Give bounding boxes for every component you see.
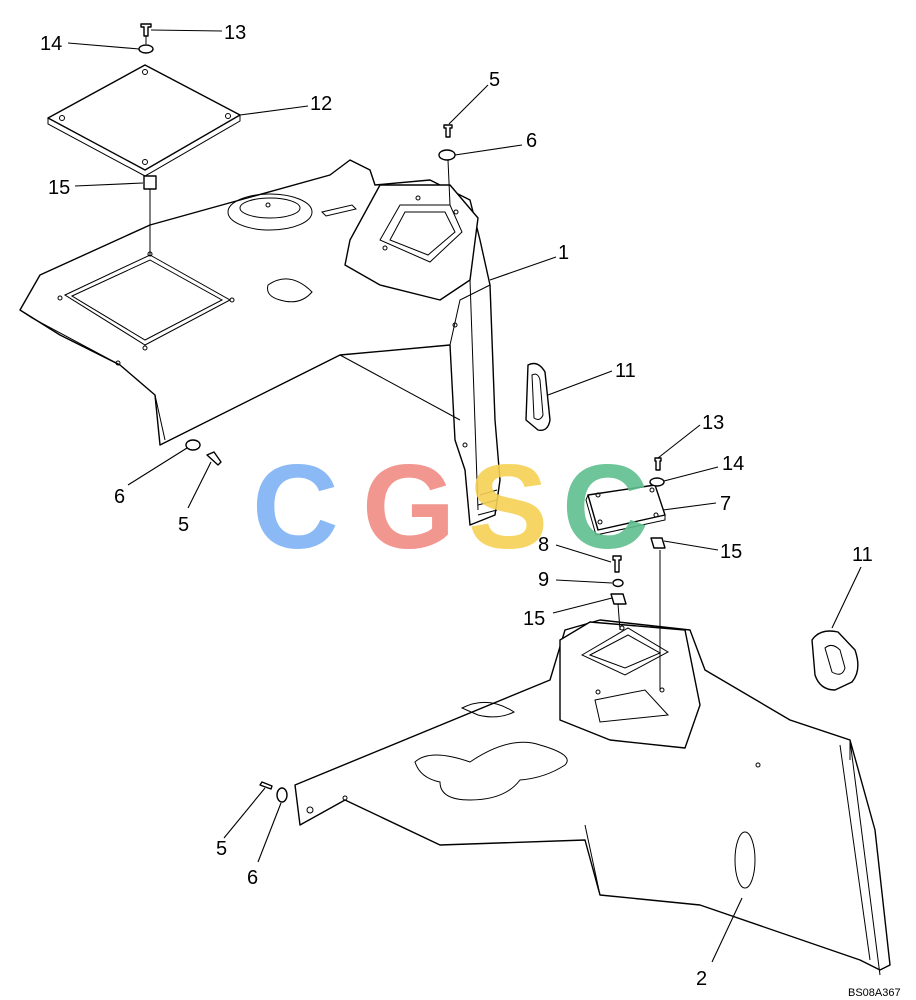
callout-15-top: 15 [48, 177, 70, 199]
grommet-11-lower [811, 630, 859, 691]
grommet-11-upper [525, 362, 551, 431]
callout-15-right: 15 [720, 541, 742, 563]
callout-5-top: 5 [489, 69, 500, 91]
alignment-lines [145, 36, 661, 690]
callout-6-bottom: 6 [247, 867, 258, 889]
callouts: 13 14 12 15 5 6 1 11 6 5 13 14 7 15 8 9 … [40, 22, 873, 990]
callout-12: 12 [310, 93, 332, 115]
callout-6-left: 6 [114, 486, 125, 508]
callout-9: 9 [538, 569, 549, 591]
callout-1: 1 [558, 242, 569, 264]
watermark-letter-4: C [562, 440, 649, 574]
watermark-letter-2: G [362, 440, 455, 574]
callout-5-bottom: 5 [216, 838, 227, 860]
hardware [138, 23, 666, 803]
figure-reference: BS08A367 [848, 987, 901, 999]
callout-7: 7 [720, 493, 731, 515]
watermark: C G S C [252, 440, 649, 574]
callout-6-top: 6 [526, 130, 537, 152]
callout-15-center: 15 [523, 608, 545, 630]
cover-plate-12 [47, 64, 241, 177]
leader-lines [67, 29, 862, 963]
callout-2: 2 [696, 968, 707, 990]
callout-14-right: 14 [722, 453, 744, 475]
upper-console-panel [19, 159, 501, 526]
callout-13-right: 13 [702, 412, 724, 434]
lower-console [294, 619, 891, 976]
callout-8: 8 [538, 534, 549, 556]
watermark-letter-3: S [468, 440, 548, 574]
watermark-letter-1: C [252, 440, 339, 574]
cover-plate-7 [585, 484, 666, 536]
callout-13-top: 13 [224, 22, 246, 44]
callout-5-left: 5 [178, 514, 189, 536]
callout-11-right: 11 [852, 544, 873, 566]
callout-14-top: 14 [40, 33, 62, 55]
callout-11-top: 11 [615, 360, 636, 382]
